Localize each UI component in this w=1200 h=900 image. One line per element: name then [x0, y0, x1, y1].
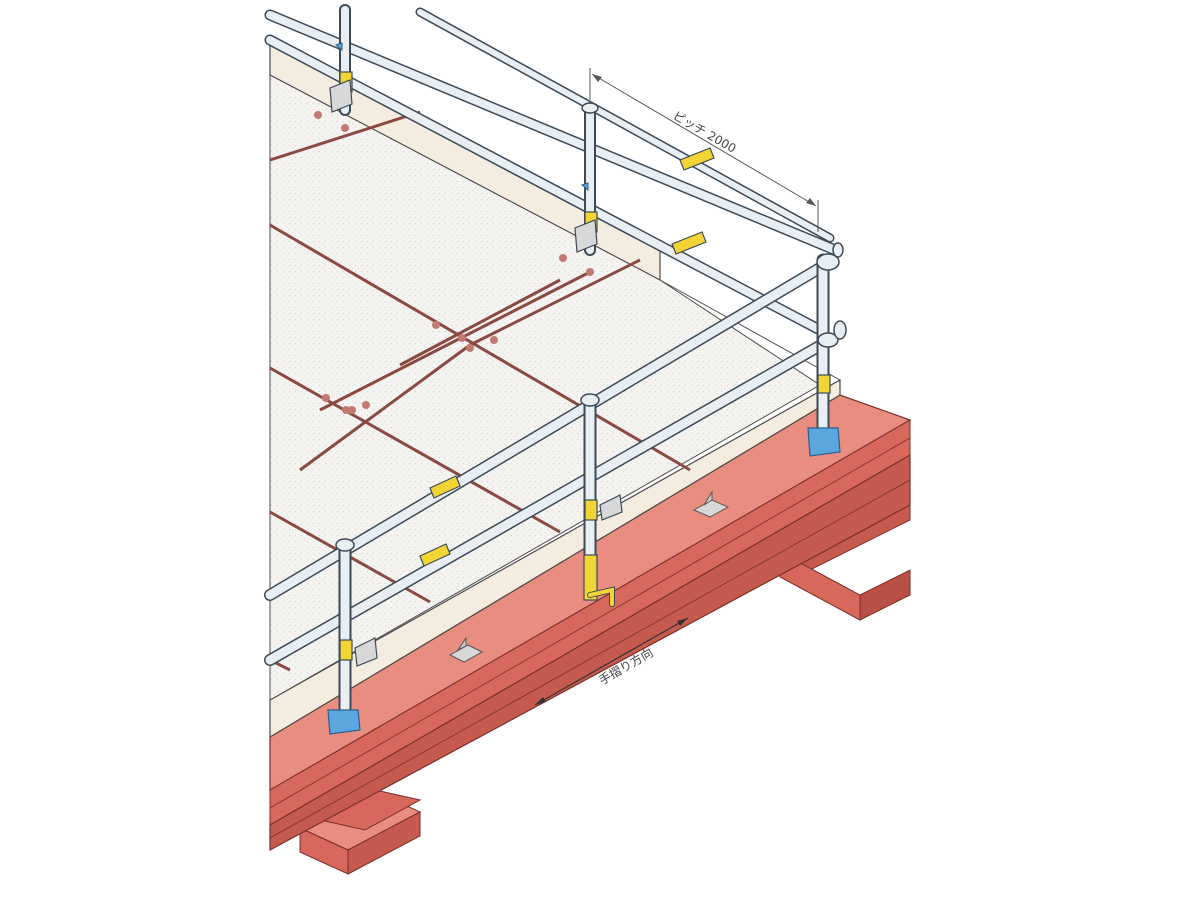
bracket-icon [692, 490, 730, 518]
hook-extension [583, 554, 615, 607]
double-arrow-icon [534, 617, 689, 706]
pitch-label: ピッチ 2000 [671, 108, 739, 155]
main-beam-bottom-flange [269, 453, 911, 852]
back-top-rail [264, 7, 841, 256]
guardrail [264, 4, 847, 735]
clamp-icon [419, 147, 715, 567]
double-arrow-icon [591, 73, 817, 207]
back-mid-rail [264, 34, 826, 336]
slab-edge [269, 378, 841, 739]
front-top-rail [264, 256, 836, 601]
bracket-icon [448, 636, 484, 663]
front-mid-rail [264, 334, 836, 666]
deck-panels [269, 74, 821, 701]
base-plate-icon [327, 427, 841, 735]
